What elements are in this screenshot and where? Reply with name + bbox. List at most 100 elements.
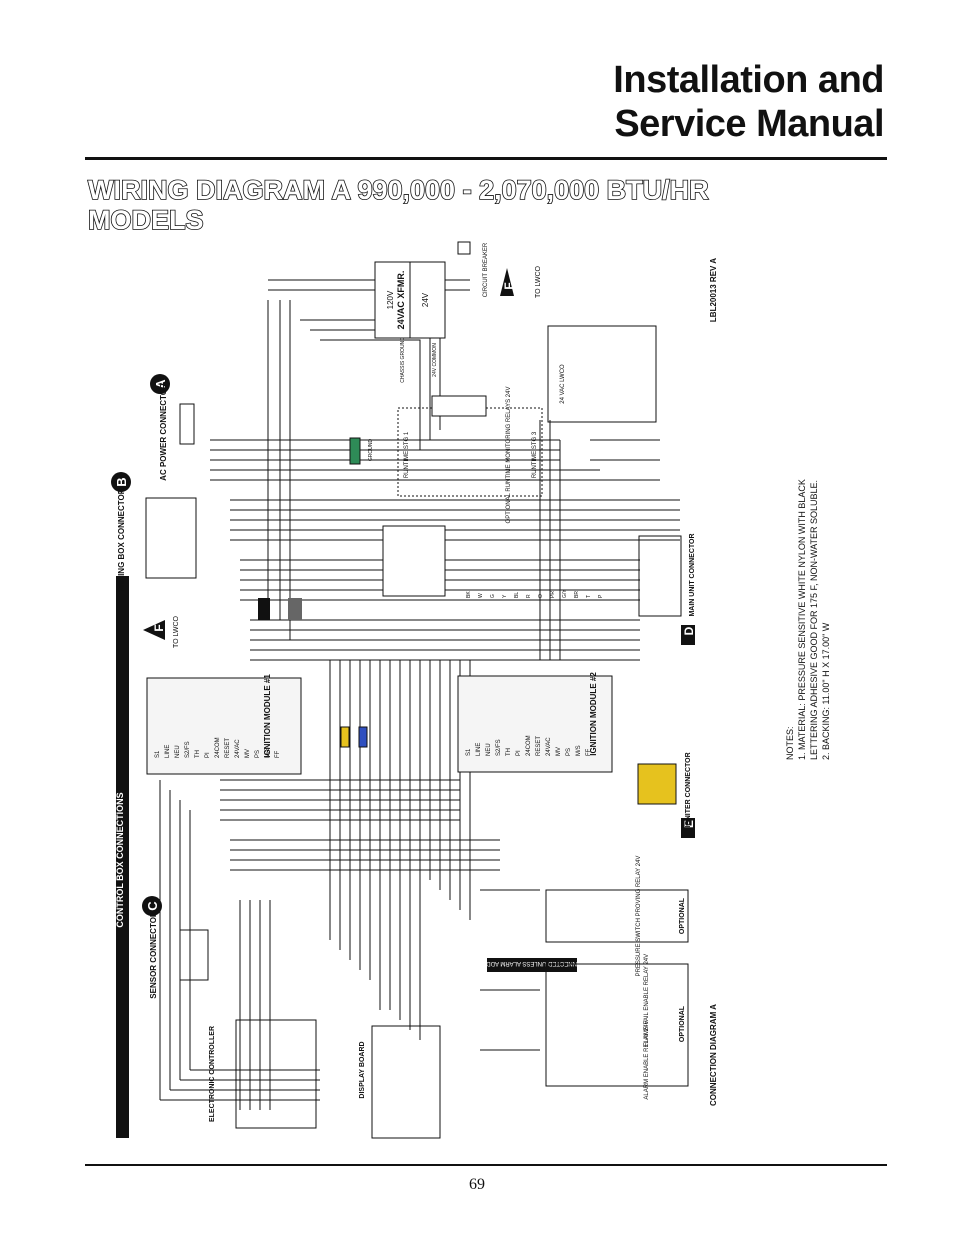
connector-d-letter: D <box>682 626 696 635</box>
module-2-terminal-mv: MV <box>556 747 562 756</box>
module-1-terminal-th: TH <box>195 750 201 758</box>
display-board <box>371 1025 441 1139</box>
connector-f-label-left: TO LWCO <box>173 615 180 648</box>
section-heading-line1: WIRING DIAGRAM A 990,000 - 2,070,000 BTU… <box>87 174 709 206</box>
common-24v-label: 24V COMMON <box>432 343 438 377</box>
notes-line1: 1. MATERIAL: PRESSURE SENSITIVE WHITE NY… <box>797 479 807 760</box>
wire-code-bl: BL <box>514 592 520 598</box>
connector-d-label: MAIN UNIT CONNECTOR <box>689 533 696 616</box>
connector-b: B WIRING BOX CONNECTOR <box>111 472 197 591</box>
header-rule <box>85 157 887 160</box>
wire-code-p: P <box>598 594 604 598</box>
section-heading-line2: MODELS <box>87 204 204 236</box>
module-2-terminal-line: LINE <box>476 743 482 756</box>
transformer: 24VAC XFMR. 120V 24V <box>374 261 446 339</box>
notes: NOTES: 1. MATERIAL: PRESSURE SENSITIVE W… <box>785 479 831 760</box>
notes-title: NOTES: <box>785 726 795 760</box>
relay-board <box>382 525 446 597</box>
connector-c-label: SENSOR CONNECTOR <box>149 911 158 999</box>
wire-code-g-y: G/Y <box>562 589 568 598</box>
pressure-switch-box <box>545 889 689 943</box>
optional-relays-box <box>545 963 689 1087</box>
lwco-board <box>547 325 657 423</box>
display-board-label: DISPLAY BOARD <box>359 1041 366 1098</box>
connector-e-letter: E <box>682 820 696 828</box>
module-1-terminal-line: LINE <box>165 745 171 758</box>
chassis-ground-label: CHASSIS GROUND <box>400 337 406 383</box>
connector-b-label: WIRING BOX CONNECTOR <box>117 488 126 591</box>
wire-code-g: G <box>490 594 496 598</box>
runtime-relays-label: OPTIONAL RUNTIME MONITORING RELAYS 24V <box>506 387 512 524</box>
manual-title: Installation and Service Manual <box>613 58 884 146</box>
label-id: LBL20013 REV A <box>709 258 718 322</box>
relay-optional-label: OPTIONAL <box>679 1005 686 1042</box>
module-2-terminal-th: TH <box>506 748 512 756</box>
module-2-terminal-24vac: 24VAC <box>546 737 552 756</box>
wire-code-o: O <box>538 594 544 598</box>
module-1-terminal-24vac: 24VAC <box>235 739 241 758</box>
wire-code-y: Y <box>502 594 508 598</box>
module-2-terminal-neu: NEU <box>486 743 492 756</box>
wire-code-bk: BK <box>466 591 472 598</box>
runtime-stg1-label: RUNTIME STG 1 <box>404 431 410 478</box>
section-heading: WIRING DIAGRAM A 990,000 - 2,070,000 BTU… <box>87 174 848 236</box>
module-1-terminal-mv: MV <box>245 749 251 758</box>
module-1-terminal-m-s: M/S <box>265 747 271 758</box>
pressure-optional-label: OPTIONAL <box>679 897 686 934</box>
transformer-label: 24VAC XFMR. <box>396 271 406 330</box>
breaker-label: CIRCUIT BREAKER <box>483 242 489 297</box>
module-2-terminal-reset: RESET <box>536 736 542 756</box>
diagram-caption: CONNECTION DIAGRAM A <box>709 1004 718 1106</box>
breaker-symbol <box>457 241 471 255</box>
relay-2 <box>288 598 302 620</box>
ignition-module-2-label: IGNITION MODULE #2 <box>589 672 598 756</box>
connector-c: C SENSOR CONNECTOR <box>142 896 209 999</box>
alarm-banner-text: CONNECTED UNLESS ALARM ADDED <box>477 960 586 966</box>
module-2-terminal-ff: FF <box>586 748 592 756</box>
electronic-controller <box>235 1019 317 1129</box>
alarm-relay-label: ALARM ENABLE RELAY 24V <box>644 1020 650 1099</box>
connector-f-letter-top: F <box>502 282 516 289</box>
footer-rule <box>85 1164 887 1166</box>
flame-relay-label: FLAME FAIL ENABLE RELAY 24V <box>644 954 650 1046</box>
connector-a-letter: A <box>153 379 168 389</box>
transformer-primary: 120V <box>386 290 395 309</box>
module-1-terminal-neu: NEU <box>175 745 181 758</box>
pressure-switch-label: PRESSURE SWITCH PROVING RELAY 24V <box>636 856 642 977</box>
module-2-terminal-m-s: M/S <box>576 745 582 756</box>
runtime-stg3-label: RUNTIME STG 3 <box>532 431 538 478</box>
notes-line2: LETTERING ADHESIVE GOOD FOR 175 F, NON-W… <box>809 480 819 760</box>
module-1-terminal-s2-fs: S2/FS <box>185 741 191 758</box>
ignition-module-1-label: IGNITION MODULE #1 <box>263 674 272 758</box>
module-1-terminal-reset: RESET <box>225 738 231 758</box>
module-2-terminal-s2-fs: S2/FS <box>496 739 502 756</box>
connector-e: E IGNITER CONNECTOR <box>637 752 696 838</box>
wire-code-t: T <box>586 595 592 598</box>
module-2-terminal-ps: PS <box>566 748 572 756</box>
manual-title-line2: Service Manual <box>614 103 884 145</box>
connector-d: D MAIN UNIT CONNECTOR <box>638 533 696 645</box>
sidebar-bar <box>116 576 129 1138</box>
runtime-terminal-block <box>431 395 487 417</box>
ignition-module-2: IGNITION MODULE #2 <box>457 672 613 773</box>
module-2-terminal-pi: PI <box>516 750 522 756</box>
connector-a-label: AC POWER CONNECTOR <box>159 383 168 481</box>
manual-title-line1: Installation and <box>613 59 884 101</box>
sidebar-label: CONTROL BOX CONNECTIONS <box>115 792 125 927</box>
connector-a: A AC POWER CONNECTOR <box>150 374 195 481</box>
module-1-terminal-pi: PI <box>205 752 211 758</box>
ignition-module-1: IGNITION MODULE #1 <box>146 674 302 775</box>
connector-f-label-top: TO LWCO <box>535 265 542 298</box>
ground-label: GROUND <box>368 439 374 462</box>
electronic-controller-label: ELECTRONIC CONTROLLER <box>209 1026 216 1122</box>
connector-f-letter-left: F <box>152 624 166 631</box>
page-number: 69 <box>469 1176 485 1193</box>
module-2-terminal-s1: S1 <box>466 748 472 756</box>
connector-e-label: IGNITER CONNECTOR <box>685 752 692 827</box>
notes-line3: 2. BACKING: 11.00" H X 17.00" W <box>821 622 831 760</box>
blue-connector <box>358 726 368 748</box>
connector-f-marker-top: F TO LWCO <box>500 265 542 298</box>
connector-b-letter: B <box>114 477 129 486</box>
module-1-terminal-24com: 24COM <box>215 737 221 758</box>
